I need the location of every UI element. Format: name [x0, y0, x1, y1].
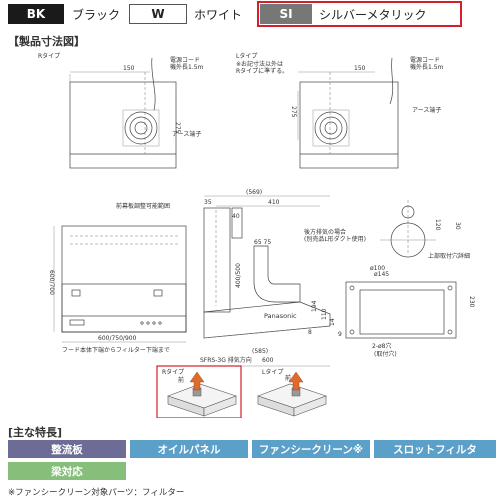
dim-35: 35	[204, 199, 212, 206]
dim-120: 120	[434, 219, 441, 231]
dim-145: ø145	[374, 271, 389, 278]
color-chip-w[interactable]: W	[129, 4, 187, 24]
mount-hole-label: 2-ø8穴	[372, 342, 391, 350]
front-cover-label: 前幕板調整可能範囲	[116, 202, 170, 210]
exhaust-l-front: 前	[285, 374, 291, 382]
dim-569: (569)	[246, 189, 262, 196]
dim-600: 600	[262, 357, 274, 364]
footnote: ※ファンシークリーン対象パーツ：フィルター	[8, 488, 185, 498]
dim-l-150: 150	[354, 65, 366, 72]
l-type-top-view: Lタイプ ※お記寸法以外は Rタイプに準ずる。 150 275 電源コード 機外…	[236, 52, 444, 169]
dim-585: (585)	[252, 348, 268, 355]
color-name-black: ブラック	[72, 8, 121, 22]
color-legend: BK ブラック W ホワイト SI シルバーメタリック	[8, 1, 494, 27]
duct-detail: 120 30 ø100 上部取付穴詳細	[370, 200, 470, 272]
color-name-white: ホワイト	[194, 8, 243, 22]
dim-l-275: 275	[290, 106, 297, 118]
rear-exhaust-label-2: (別売品L形ダクト使用)	[304, 235, 366, 243]
exhaust-direction-label: SFRS-3G 排気方向	[200, 356, 252, 364]
feature-tag-slot-filter: スロットフィルタ	[374, 440, 496, 458]
l-note-2: Rタイプに準ずる。	[236, 67, 288, 75]
l-type-label: Lタイプ	[236, 52, 257, 60]
dim-230: 230	[468, 296, 475, 308]
side-view: (569) 410 35 40 65 75 400/500 Panasonic …	[203, 189, 366, 367]
r-type-label: Rタイプ	[38, 52, 60, 60]
mount-hole-note: (取付穴)	[374, 350, 397, 358]
front-view: 600/700 600/750/900 フード本体下端からフィルター下端まで 前…	[48, 202, 187, 354]
l-cord-label-2: 機外長1.5m	[410, 63, 444, 71]
bottom-plan: ø145 230 2-ø8穴 (取付穴)	[345, 271, 475, 358]
dim-9: 9	[338, 331, 342, 338]
color-name-silver: シルバーメタリック	[319, 8, 427, 22]
selected-color-highlight	[257, 1, 462, 27]
exhaust-l-label: Lタイプ	[262, 368, 283, 376]
l-earth-label: アース端子	[412, 106, 441, 114]
exhaust-l-type: Lタイプ 前	[257, 368, 327, 417]
l-note-1: ※お記寸法以外は	[236, 60, 283, 68]
feature-tag-seiryuban: 整流板	[8, 440, 126, 458]
r-cord-label-2: 機外長1.5m	[170, 63, 204, 71]
dim-194: 194	[311, 300, 318, 312]
l-cord-label-1: 電源コード	[410, 56, 440, 64]
brand-label: Panasonic	[264, 312, 297, 320]
dim-r-150: 150	[123, 65, 135, 72]
features-heading: [主な特長]	[8, 426, 63, 439]
dim-30: 30	[454, 222, 461, 230]
color-chip-bk[interactable]: BK	[8, 4, 64, 24]
rear-exhaust-label-1: 後方排気の場合	[304, 228, 346, 236]
feature-tag-oil-panel: オイルパネル	[130, 440, 248, 458]
dim-r-275: 275	[174, 122, 181, 134]
dim-14: 14	[329, 318, 336, 326]
r-type-top-view: Rタイプ 150 275 電源コード 機外長1.5m アース端子	[38, 52, 204, 169]
r-earth-label: アース端子	[172, 130, 201, 138]
top-mount-label: 上部取付穴詳細	[428, 252, 470, 260]
exhaust-r-label: Rタイプ	[162, 368, 184, 376]
dim-front-width: 600/750/900	[98, 335, 137, 342]
dim-110: 110	[321, 308, 328, 320]
exhaust-r-front: 前	[178, 376, 184, 384]
color-chip-si[interactable]: SI	[260, 4, 312, 24]
feature-tag-fancy-clean: ファンシークリーン※	[252, 440, 370, 458]
dim-400-500: 400/500	[235, 263, 242, 288]
hood-filter-note: フード本体下端からフィルター下端まで	[62, 346, 170, 354]
dim-100: ø100	[370, 265, 385, 272]
dimension-drawing: Rタイプ 150 275 電源コード 機外長1.5m アース端子 Lタイプ ※お…	[0, 44, 500, 418]
dim-65-75: 65 75	[254, 239, 271, 246]
dim-8: 8	[308, 329, 312, 336]
dim-40: 40	[232, 213, 240, 220]
dim-410: 410	[268, 199, 280, 206]
dimensions-heading: 【製品寸法図】	[8, 35, 85, 48]
r-cord-label-1: 電源コード	[170, 56, 200, 64]
exhaust-r-type: Rタイプ 前	[156, 365, 242, 418]
feature-tag-beam: 梁対応	[8, 462, 126, 480]
feature-tags: 整流板 オイルパネル ファンシークリーン※ スロットフィルタ 梁対応	[8, 440, 496, 484]
dim-front-height: 600/700	[48, 270, 55, 295]
